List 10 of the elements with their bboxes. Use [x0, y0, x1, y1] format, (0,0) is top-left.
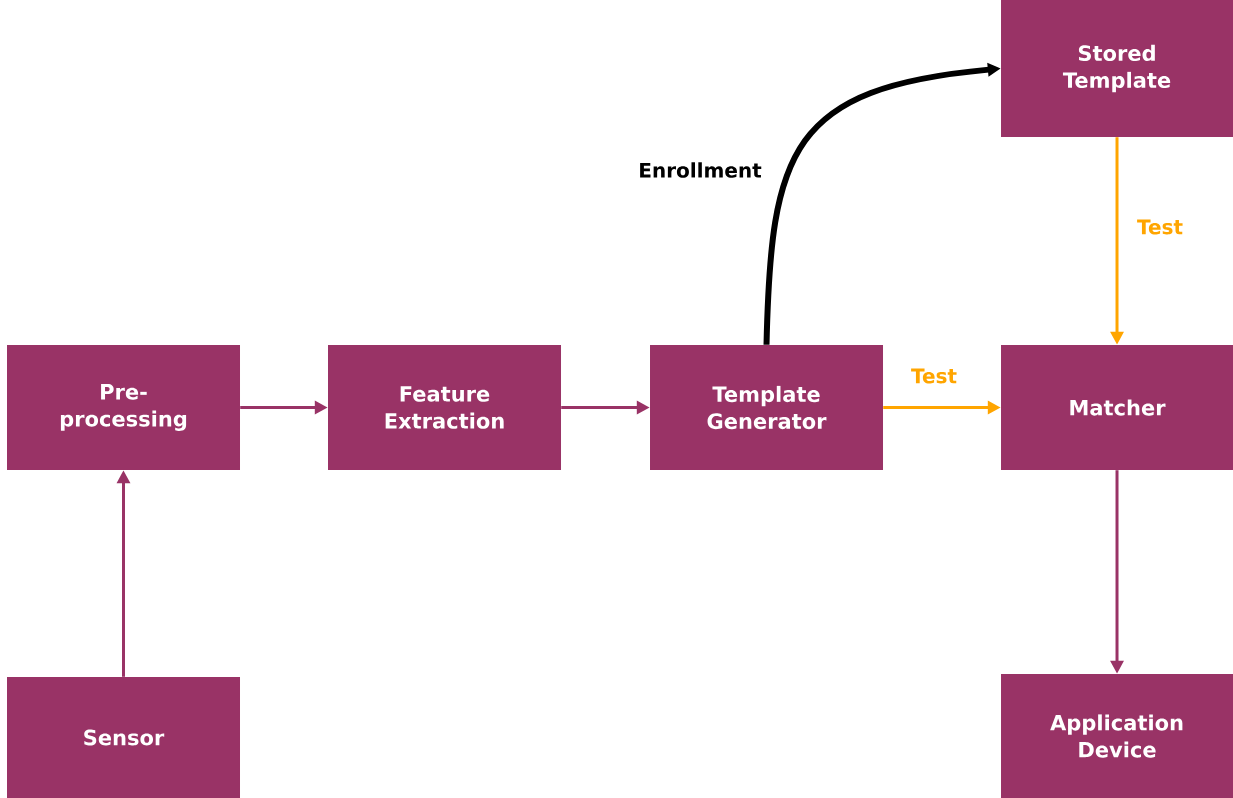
process-box: Template Generator [650, 345, 883, 470]
edge-label: Test [1135, 217, 1186, 237]
process-box: Application Device [1001, 674, 1233, 798]
process-box: Feature Extraction [328, 345, 561, 470]
process-box: Matcher [1001, 345, 1233, 470]
process-box: Pre- processing [7, 345, 240, 470]
edge-label: Enrollment [636, 160, 764, 180]
process-box: Sensor [7, 677, 240, 798]
process-box: Stored Template [1001, 0, 1233, 137]
edge-label: Test [909, 366, 959, 386]
